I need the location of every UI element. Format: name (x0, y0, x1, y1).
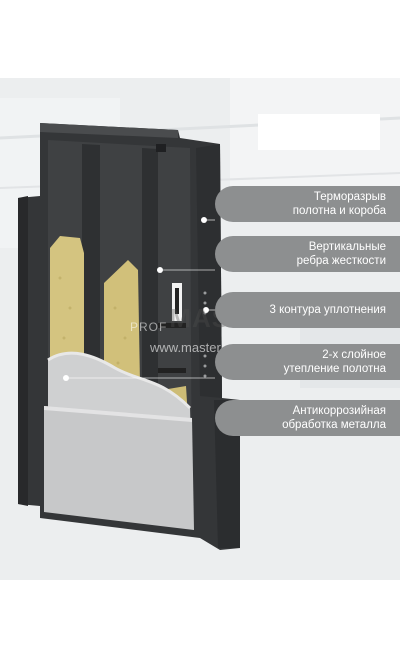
frame-left-edge (18, 196, 28, 506)
callout-anticorrosion: Антикоррозийная обработка металла (215, 400, 400, 436)
frame-top-edge (40, 123, 178, 138)
lock-slot (175, 288, 179, 314)
frame-right-lower (214, 400, 240, 548)
lock-bar (158, 323, 186, 328)
hinge-bracket (156, 144, 166, 152)
steel-sheet (44, 406, 194, 530)
callout-stiffening-ribs: Вертикальные ребра жесткости (215, 236, 400, 272)
insulation-block (50, 236, 84, 378)
callout-seal-contours: 3 контура уплотнения (215, 292, 400, 328)
lock-bar (158, 368, 186, 373)
insulation-block (104, 260, 140, 383)
callout-insulation: 2-х слойное утепление полотна (215, 344, 400, 380)
steel-sheet-edge (44, 406, 192, 422)
callout-thermal-break: Терморазрыв полотна и короба (215, 186, 400, 222)
foam-edge (47, 351, 192, 410)
stiffening-rib (82, 144, 100, 378)
stiffening-rib (142, 148, 158, 383)
product-illustration: PROF MASTER www.master-p.ru Терморазрыв … (0, 78, 400, 580)
blank-label-box (258, 114, 380, 150)
door-cutaway (18, 123, 240, 550)
watermark-prefix: PROF (130, 320, 168, 334)
insulation-texture (58, 276, 127, 365)
